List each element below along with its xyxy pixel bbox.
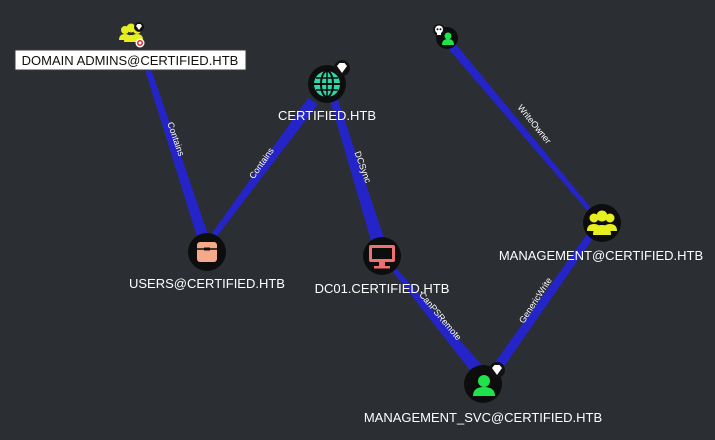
- node-owned-user[interactable]: [433, 24, 458, 49]
- globe-icon: [314, 70, 340, 98]
- diamond-badge-icon: [334, 60, 350, 76]
- container-icon: [197, 242, 217, 262]
- skull-badge-icon: [433, 24, 445, 36]
- computer-icon: [369, 245, 395, 269]
- node-management[interactable]: MANAGEMENT@CERTIFIED.HTB: [499, 204, 703, 263]
- user-icon: [442, 32, 454, 45]
- diamond-badge-icon: [134, 22, 144, 32]
- node-label-management-svc: MANAGEMENT_SVC@CERTIFIED.HTB: [364, 410, 602, 425]
- node-label-management: MANAGEMENT@CERTIFIED.HTB: [499, 248, 703, 263]
- node-label-users: USERS@CERTIFIED.HTB: [129, 276, 285, 291]
- node-label-dc01: DC01.CERTIFIED.HTB: [315, 281, 450, 296]
- diamond-badge-icon: [489, 362, 505, 378]
- user-icon: [473, 375, 495, 396]
- node-label-domain-admins: DOMAIN ADMINS@CERTIFIED.HTB: [22, 53, 239, 68]
- edge-label-dc01-svc: CanPSRemote: [417, 290, 463, 342]
- node-dc01[interactable]: DC01.CERTIFIED.HTB: [315, 237, 450, 296]
- node-certified-htb[interactable]: CERTIFIED.HTB: [278, 60, 376, 123]
- node-circle: [583, 204, 621, 242]
- node-label-certified-htb: CERTIFIED.HTB: [278, 108, 376, 123]
- group-icon: [587, 210, 617, 235]
- node-users[interactable]: USERS@CERTIFIED.HTB: [129, 233, 285, 291]
- node-label-box: [14, 49, 247, 71]
- target-badge-icon: [135, 38, 145, 48]
- node-domain-admins[interactable]: DOMAIN ADMINS@CERTIFIED.HTB: [14, 22, 247, 71]
- node-management-svc[interactable]: MANAGEMENT_SVC@CERTIFIED.HTB: [364, 362, 602, 425]
- edge-owned-mgmt[interactable]: WriteOwner: [446, 42, 596, 216]
- edge-da-users[interactable]: Contains: [142, 60, 210, 240]
